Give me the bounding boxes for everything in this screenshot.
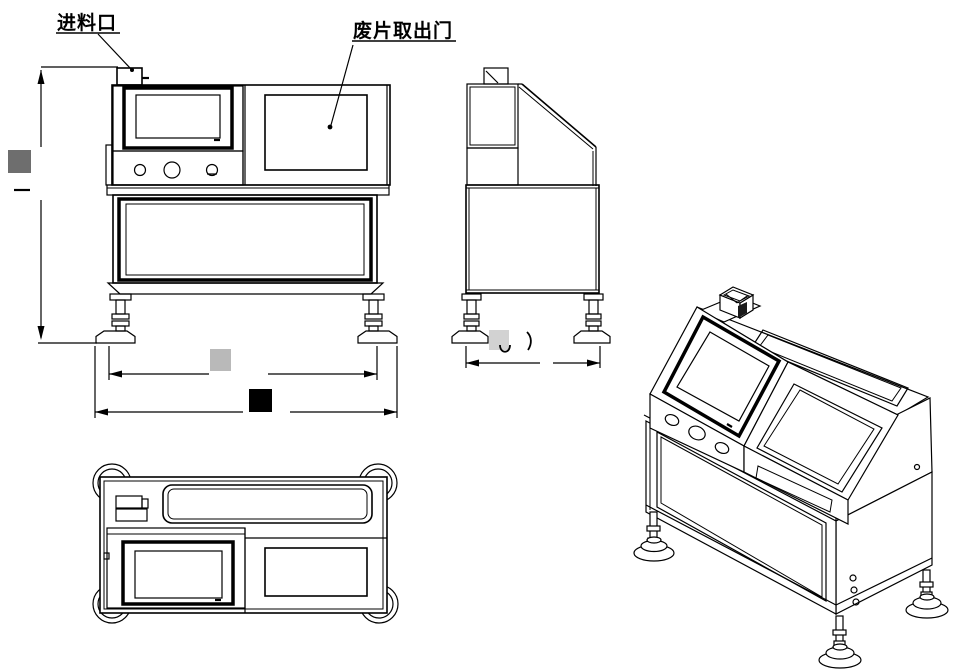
iso-front-left-leg bbox=[633, 511, 675, 562]
screen bbox=[134, 550, 223, 599]
screen-bezel bbox=[661, 314, 782, 439]
top-slot-window bbox=[162, 484, 373, 524]
foot bbox=[357, 330, 398, 344]
button bbox=[688, 425, 706, 441]
button-small-right bbox=[205, 163, 219, 177]
iso-front-center-leg bbox=[818, 615, 862, 669]
front-height-dimension bbox=[8, 66, 118, 344]
top-console bbox=[103, 527, 246, 609]
redacted-dimension-height bbox=[8, 150, 31, 173]
feed-inlet-label: 进料口 bbox=[57, 11, 117, 34]
arrow-up bbox=[37, 70, 45, 84]
side-feed-inlet bbox=[483, 67, 509, 85]
isometric-view bbox=[633, 286, 949, 669]
hopper-outlet bbox=[738, 302, 747, 318]
leader-dot bbox=[130, 68, 134, 72]
console-panel bbox=[112, 85, 244, 152]
redacted-dimension-width-outer bbox=[249, 389, 272, 412]
foot bbox=[451, 330, 489, 344]
iso-right-leg bbox=[905, 569, 949, 619]
redacted-dimension-depth bbox=[489, 330, 509, 350]
screen bbox=[135, 94, 221, 139]
front-left-leg bbox=[95, 293, 136, 344]
front-band bbox=[743, 445, 849, 525]
waste-door-window bbox=[264, 94, 368, 171]
feed-inlet-callout: 进料口 bbox=[56, 11, 134, 72]
leader-dot bbox=[327, 124, 333, 130]
slope-window bbox=[756, 383, 883, 493]
iso-cabinet-door-frame bbox=[656, 430, 827, 603]
front-right-leg bbox=[357, 293, 398, 344]
side-upper-section bbox=[466, 83, 597, 186]
front-lower-cabinet bbox=[106, 194, 385, 295]
foot bbox=[95, 330, 136, 344]
control-strip bbox=[112, 150, 244, 186]
iso-cabinet-front-face bbox=[645, 420, 837, 616]
button-large-center bbox=[163, 161, 181, 179]
waste-door-callout: 废片取出门 bbox=[327, 19, 456, 130]
screen-bezel bbox=[121, 540, 235, 606]
front-table-band bbox=[106, 184, 390, 196]
leader-line bbox=[97, 33, 132, 70]
iso-panel-holes bbox=[849, 463, 921, 606]
front-upper-body bbox=[105, 84, 391, 186]
side-left-leg bbox=[451, 293, 489, 344]
top-feed-inlet bbox=[115, 495, 149, 522]
band-recess bbox=[755, 465, 833, 513]
front-width-inner-dimension bbox=[108, 346, 378, 380]
waste-door-label: 废片取出门 bbox=[353, 19, 453, 42]
button bbox=[664, 413, 680, 427]
screen bbox=[676, 331, 770, 422]
arrow-down bbox=[37, 326, 45, 340]
top-outline bbox=[99, 476, 388, 614]
top-view bbox=[92, 463, 399, 624]
base-bevel bbox=[106, 282, 385, 295]
side-right-leg bbox=[573, 293, 611, 344]
iso-console bbox=[649, 306, 789, 447]
side-view bbox=[451, 67, 611, 368]
dimension-text-fragment bbox=[499, 344, 511, 353]
top-right-window bbox=[264, 547, 368, 597]
hinge-tick bbox=[103, 552, 110, 560]
button-small-left bbox=[133, 163, 147, 177]
front-view: 进料口 废片取出门 bbox=[8, 11, 456, 418]
side-lower-cabinet bbox=[465, 184, 600, 294]
iso-right-slope bbox=[743, 361, 899, 525]
hinge-strip bbox=[105, 144, 113, 186]
iso-top-slot bbox=[751, 329, 909, 407]
foot bbox=[573, 330, 611, 344]
screen-bezel bbox=[122, 86, 234, 150]
side-depth-dimension bbox=[465, 330, 601, 368]
dimension-text-fragment bbox=[526, 331, 532, 351]
slope-edge bbox=[521, 83, 597, 148]
redacted-dimension-width-inner bbox=[210, 349, 231, 371]
front-width-outer-dimension bbox=[94, 346, 398, 418]
button bbox=[714, 441, 730, 455]
